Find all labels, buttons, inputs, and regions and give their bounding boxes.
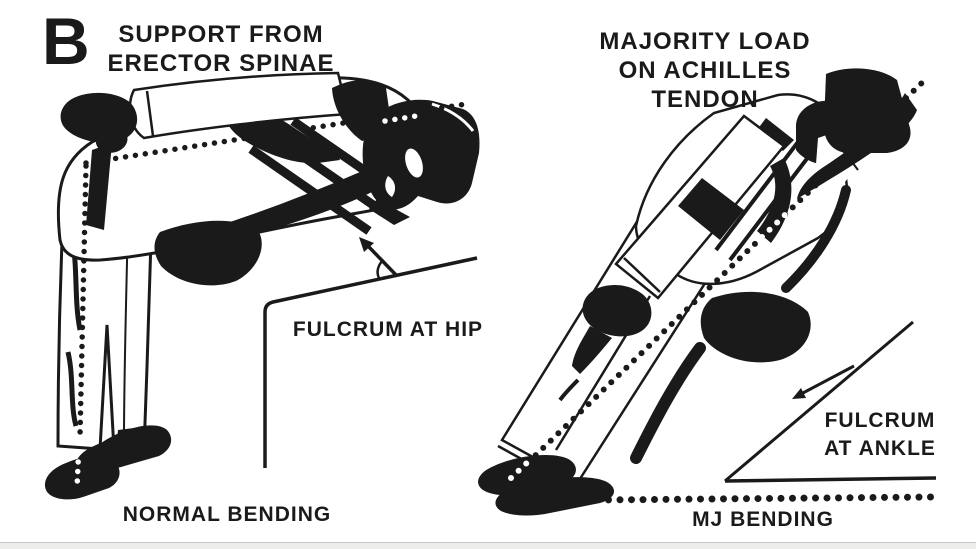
bottom-strip (0, 542, 976, 549)
right-top-caption-line2: ON ACHILLES (618, 57, 792, 84)
left-top-caption: SUPPORT FROM ERECTOR SPINAE (96, 20, 346, 78)
left-top-caption-line2: ERECTOR SPINAE (107, 50, 335, 77)
fulcrum-at-ankle-line2: AT ANKLE (824, 437, 936, 460)
sleeve (128, 71, 350, 140)
ground-dotted-line (593, 493, 937, 504)
hip-fulcrum-callout (263, 237, 478, 468)
right-top-caption-line1: MAJORITY LOAD (599, 28, 811, 55)
leg-dotted-line (77, 163, 89, 439)
mj-forward-bend-figure-icon (44, 71, 480, 500)
normal-bending-caption: NORMAL BENDING (122, 503, 332, 526)
fulcrum-at-ankle-label: FULCRUM AT ANKLE (805, 407, 955, 463)
fulcrum-at-hip-label: FULCRUM AT HIP (292, 318, 484, 341)
spine-dotted-line (83, 101, 469, 166)
glove (582, 285, 652, 337)
right-top-caption-line3: TENDON (651, 86, 759, 113)
mj-bending-caption: MJ BENDING (692, 508, 834, 531)
jacket-shadow (700, 291, 811, 363)
fulcrum-at-ankle-line1: FULCRUM (824, 409, 936, 432)
body-axis-dotted-line (510, 74, 931, 480)
right-top-caption: MAJORITY LOAD ON ACHILLES TENDON (585, 27, 825, 114)
ankle-force-arrow (800, 364, 855, 396)
panel-label: B (42, 4, 90, 78)
ankle-fulcrum-callout (724, 320, 937, 483)
hip-force-arrow (366, 244, 399, 278)
left-top-caption-line1: SUPPORT FROM (118, 21, 324, 48)
mj-antigravity-lean-figure-icon (478, 68, 937, 516)
armband (678, 178, 744, 240)
shoe (44, 455, 120, 500)
shoe (495, 477, 615, 516)
